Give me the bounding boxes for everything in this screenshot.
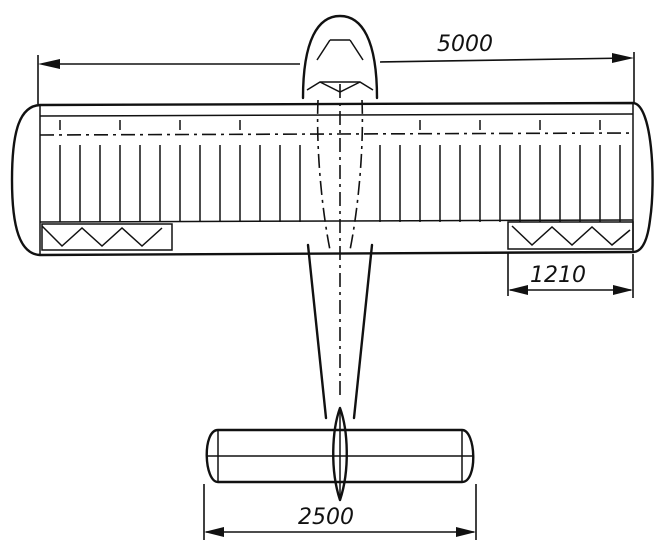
- wingspan-label: 5000: [437, 32, 493, 57]
- dimension-wingspan: 5000: [37, 32, 635, 104]
- main-wing: [10, 101, 654, 257]
- tail-span-label: 2500: [298, 505, 354, 530]
- right-aileron: [507, 221, 634, 250]
- fuselage: [301, 14, 379, 420]
- dimension-tail-span: 2500: [203, 484, 477, 540]
- vertical-fin: [332, 406, 348, 502]
- horizontal-tail: [205, 428, 475, 484]
- dimension-aileron: 1210: [507, 252, 634, 298]
- left-aileron: [41, 223, 173, 251]
- aileron-span-label: 1210: [530, 263, 586, 288]
